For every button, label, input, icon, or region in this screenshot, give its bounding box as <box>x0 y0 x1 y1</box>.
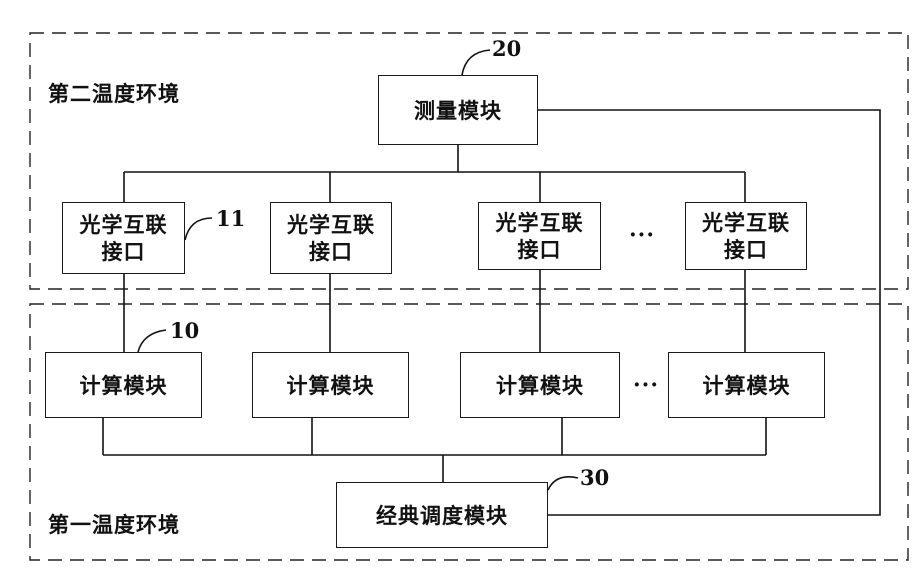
optical-interface-line1: 光学互联 <box>287 211 375 238</box>
optical-interface-line2: 接口 <box>518 236 562 263</box>
optical-ellipsis: ··· <box>629 222 655 248</box>
compute-module-3: 计算模块 <box>460 352 620 418</box>
compute-module-1: 计算模块 <box>45 352 202 418</box>
optical-interface-line2: 接口 <box>724 236 768 263</box>
compute-module-label: 计算模块 <box>80 372 168 399</box>
ref-20-leader <box>462 50 490 75</box>
ref-20: 20 <box>492 36 521 61</box>
measurement-module: 测量模块 <box>378 75 538 145</box>
compute-ellipsis: ··· <box>633 372 659 398</box>
measurement-module-label: 测量模块 <box>414 97 502 124</box>
compute-module-label: 计算模块 <box>496 372 584 399</box>
classical-scheduler-label: 经典调度模块 <box>376 502 508 529</box>
compute-module-2: 计算模块 <box>252 352 409 418</box>
optical-interface-2: 光学互联 接口 <box>270 202 392 274</box>
compute-module-label: 计算模块 <box>703 372 791 399</box>
optical-interface-4: 光学互联 接口 <box>685 202 807 270</box>
compute-module-label: 计算模块 <box>287 372 375 399</box>
compute-module-4: 计算模块 <box>668 352 825 418</box>
ref-10-leader <box>138 330 166 352</box>
classical-scheduler-module: 经典调度模块 <box>336 482 548 548</box>
ref-10: 10 <box>170 318 199 343</box>
second-env-label: 第二温度环境 <box>48 78 180 108</box>
first-env-label: 第一温度环境 <box>48 509 180 539</box>
optical-interface-line1: 光学互联 <box>80 211 168 238</box>
ref-30: 30 <box>580 465 609 490</box>
ref-11: 11 <box>216 206 245 231</box>
ref-30-leader <box>548 477 578 490</box>
optical-interface-line1: 光学互联 <box>702 209 790 236</box>
optical-interface-3: 光学互联 接口 <box>478 202 601 270</box>
ref-11-leader <box>185 218 212 240</box>
optical-interface-line1: 光学互联 <box>496 209 584 236</box>
optical-interface-line2: 接口 <box>102 238 146 265</box>
optical-interface-1: 光学互联 接口 <box>62 202 185 274</box>
optical-interface-line2: 接口 <box>309 238 353 265</box>
